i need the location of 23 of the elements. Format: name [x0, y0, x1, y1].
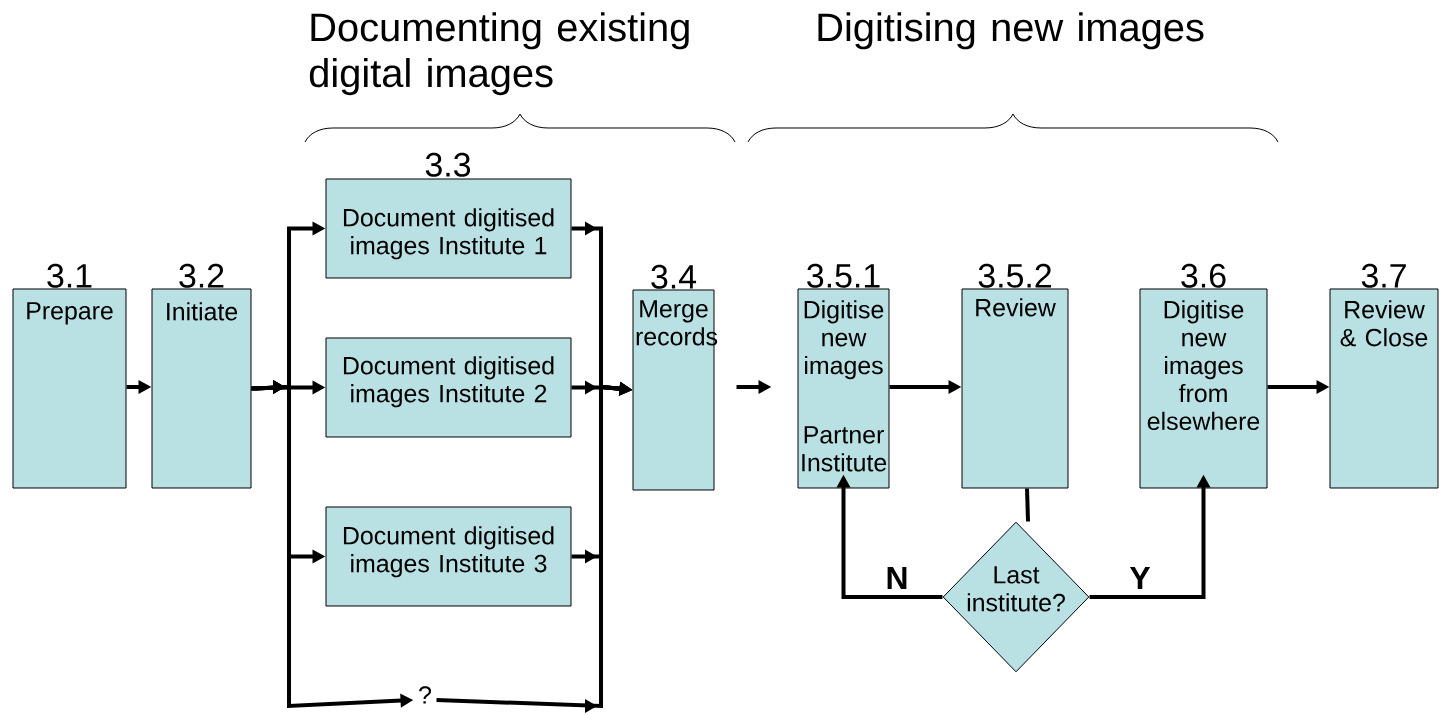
step-number: 3.5.1 — [807, 263, 880, 288]
placeholder-text: ? — [419, 686, 431, 704]
process-box: Review — [961, 288, 1069, 489]
process-box: Prepare — [12, 288, 127, 489]
process-box: Review & Close — [1329, 288, 1439, 489]
process-box: Document digitised images Institute 3 — [325, 506, 572, 607]
edge-label: N — [884, 566, 910, 590]
process-box: Digitise new images Partner Institute — [797, 288, 890, 489]
step-number: 3.2 — [179, 263, 224, 288]
heading: Digitising new images — [818, 12, 1204, 50]
process-box: Digitise new images from elsewhere — [1139, 288, 1268, 489]
process-box: Initiate — [151, 288, 252, 489]
step-number: 3.3 — [425, 152, 471, 177]
process-box: Document digitised images Institute 1 — [325, 178, 572, 279]
edge-label: Y — [1128, 566, 1152, 590]
step-number: 3.5.2 — [978, 263, 1051, 288]
step-number: 3.6 — [1181, 263, 1226, 288]
step-number: 3.1 — [47, 263, 92, 288]
process-box: Merge records — [632, 289, 718, 491]
heading: Documenting existing digital images — [309, 12, 689, 96]
step-number: 3.7 — [1361, 263, 1406, 288]
process-box: Document digitised images Institute 2 — [325, 337, 572, 438]
step-number: 3.4 — [651, 264, 697, 289]
